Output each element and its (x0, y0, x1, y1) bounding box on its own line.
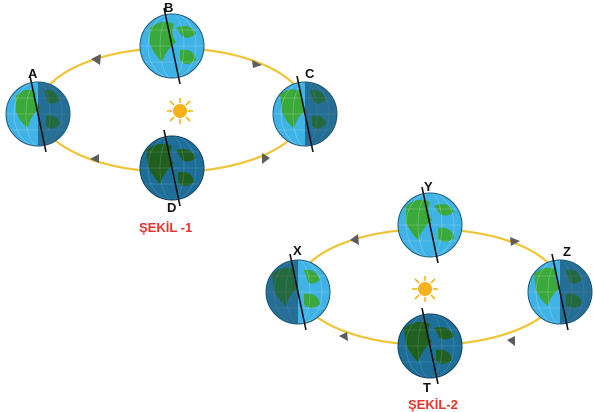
orbit-arrow-icon (90, 154, 99, 163)
position-label-a: A (28, 66, 38, 81)
earth-globe-icon (397, 307, 463, 385)
orbit-arrow-icon (91, 54, 101, 65)
position-label-z: Z (563, 244, 571, 259)
position-label-y: Y (424, 179, 433, 194)
earth-globe-icon (272, 75, 338, 153)
orbit-arrow-icon (507, 336, 515, 346)
position-label-x: X (293, 243, 302, 258)
orbit-arrow-icon (252, 60, 262, 68)
figure-2: Y X Z T ŞEKİL-2 (265, 179, 593, 412)
orbit-arrow-icon (262, 153, 270, 164)
position-label-b: B (164, 0, 173, 15)
orbit-arrow-icon (339, 332, 348, 341)
earth-globe-icon (139, 129, 205, 207)
orbit-arrow-icon (350, 234, 359, 245)
position-label-t: T (423, 380, 431, 395)
earth-globe-icon (5, 75, 71, 153)
figure-caption: ŞEKİL-2 (408, 397, 458, 412)
figure-caption: ŞEKİL -1 (139, 220, 192, 235)
position-label-d: D (167, 200, 176, 215)
sun-icon (167, 98, 193, 124)
earth-globe-icon (527, 253, 593, 331)
figure-1: A B C D ŞEKİL -1 (5, 0, 338, 235)
earth-globe-icon (397, 186, 463, 264)
orbit-arrow-icon (510, 237, 520, 246)
position-label-c: C (305, 66, 315, 81)
earth-globe-icon (139, 7, 205, 85)
sun-icon (412, 276, 438, 302)
